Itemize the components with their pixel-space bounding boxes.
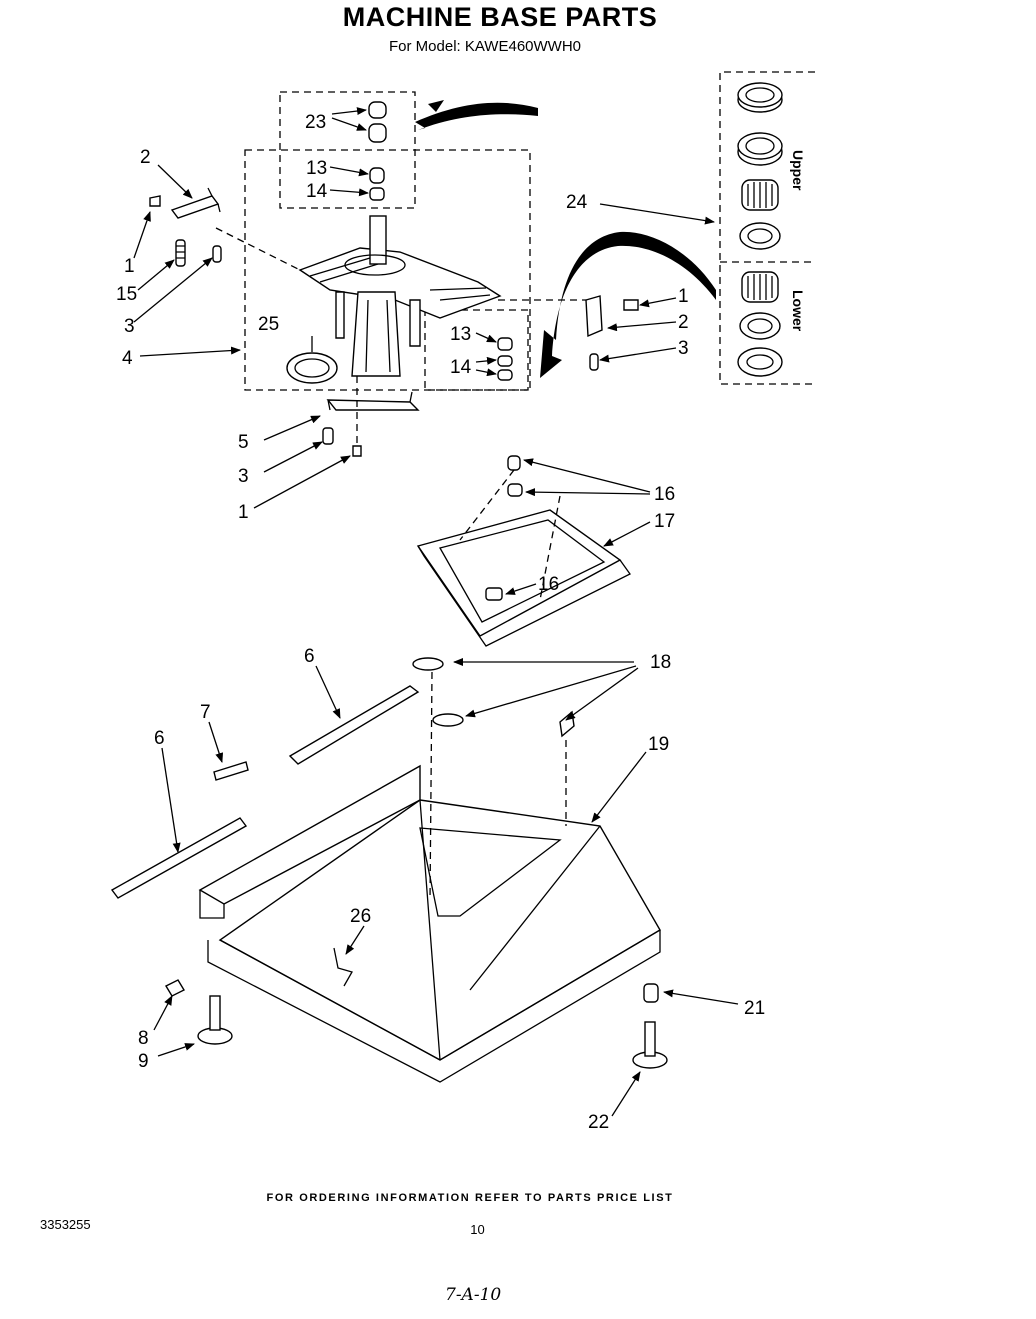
callout-3-lower: 3 <box>238 466 249 487</box>
dashed-group-boxes <box>244 71 815 391</box>
callout-4: 4 <box>122 348 133 369</box>
callout-13-lower: 13 <box>450 324 471 345</box>
drive-assembly-drawing <box>286 101 513 384</box>
leader-lines <box>133 107 739 1117</box>
callout-6-top: 6 <box>304 646 315 667</box>
callout-labels: 23 13 14 2 1 15 3 4 25 24 1 2 3 13 14 5 … <box>116 112 765 1133</box>
ordering-note: FOR ORDERING INFORMATION REFER TO PARTS … <box>266 1192 674 1204</box>
callout-2: 2 <box>140 147 151 168</box>
curved-arrows <box>415 100 716 378</box>
page-number: 10 <box>470 1222 485 1237</box>
callout-21: 21 <box>744 998 765 1019</box>
callout-14: 14 <box>306 181 328 202</box>
hardware-parts <box>149 187 639 457</box>
callout-26: 26 <box>350 906 371 927</box>
callout-16-lower: 16 <box>538 574 559 595</box>
callout-17: 17 <box>654 511 675 532</box>
callout-3: 3 <box>124 316 135 337</box>
model-subtitle: For Model: KAWE460WWH0 <box>389 38 581 55</box>
callout-15: 15 <box>116 284 137 305</box>
lower-bearing-label: Lower <box>790 290 806 332</box>
callout-14-lower: 14 <box>450 357 472 378</box>
callout-1-lower: 1 <box>238 502 249 523</box>
callout-7: 7 <box>200 702 211 723</box>
callout-24: 24 <box>566 192 588 213</box>
callout-3-right: 3 <box>678 338 689 359</box>
callout-8: 8 <box>138 1028 149 1049</box>
callout-6-left: 6 <box>154 728 165 749</box>
callout-25: 25 <box>258 314 279 335</box>
callout-5: 5 <box>238 432 249 453</box>
callout-9: 9 <box>138 1051 149 1072</box>
callout-19: 19 <box>648 734 669 755</box>
upper-bearing-label: Upper <box>790 150 806 191</box>
callout-1: 1 <box>124 256 135 277</box>
bearing-inset-drawing <box>737 82 783 377</box>
machine-base-frame <box>110 657 668 1083</box>
callout-2-right: 2 <box>678 312 689 333</box>
tub-support-frame <box>416 455 631 647</box>
page-title: MACHINE BASE PARTS <box>342 2 658 32</box>
callout-16: 16 <box>654 484 675 505</box>
callout-22: 22 <box>588 1112 609 1133</box>
callout-1-right: 1 <box>678 286 689 307</box>
callout-18: 18 <box>650 652 671 673</box>
callout-23: 23 <box>305 112 326 133</box>
document-number: 3353255 <box>40 1217 91 1232</box>
handwritten-note: 7-A-10 <box>445 1285 502 1305</box>
callout-13: 13 <box>306 158 327 179</box>
